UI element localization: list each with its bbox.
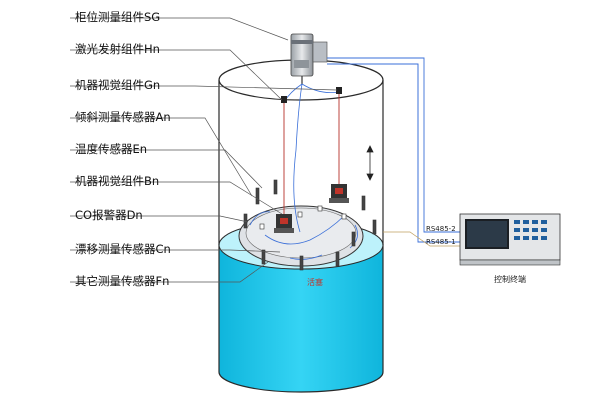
rs485-bus — [327, 57, 470, 243]
rs485-2-label: RS485-2 — [426, 225, 456, 233]
label-leaders — [70, 17, 338, 283]
control-terminal — [459, 213, 561, 266]
component-labels: 柜位测量组件SG 激光发射组件Hn 机器视觉组件Gn 倾斜测量传感器An 温度传… — [75, 10, 171, 288]
label-other: 其它测量传感器Fn — [75, 274, 169, 288]
rs485-bus-alt — [383, 231, 460, 247]
label-laser: 激光发射组件Hn — [75, 42, 160, 56]
terminal-label: 控制终端 — [494, 274, 526, 284]
label-co: CO报警器Dn — [75, 208, 143, 222]
label-drift: 漂移测量传感器Cn — [75, 242, 171, 256]
piston-label: 活塞 — [307, 277, 323, 287]
label-vision-b: 机器视觉组件Bn — [75, 174, 159, 188]
label-vision-g: 机器视觉组件Gn — [75, 78, 160, 92]
laser-beams — [283, 92, 340, 222]
internal-cables — [249, 83, 358, 260]
rs485-1-label: RS485-1 — [426, 238, 456, 246]
label-temp: 温度传感器En — [75, 142, 147, 156]
cabinet-measure-device — [290, 33, 328, 84]
laser-emitters — [281, 87, 342, 103]
piston-plate — [238, 205, 364, 267]
label-tilt: 倾斜测量传感器An — [75, 110, 171, 124]
label-cabinet: 柜位测量组件SG — [75, 10, 160, 24]
perimeter-sensors — [243, 179, 377, 271]
vision-targets — [274, 184, 349, 233]
travel-arrow-icon — [366, 145, 374, 181]
